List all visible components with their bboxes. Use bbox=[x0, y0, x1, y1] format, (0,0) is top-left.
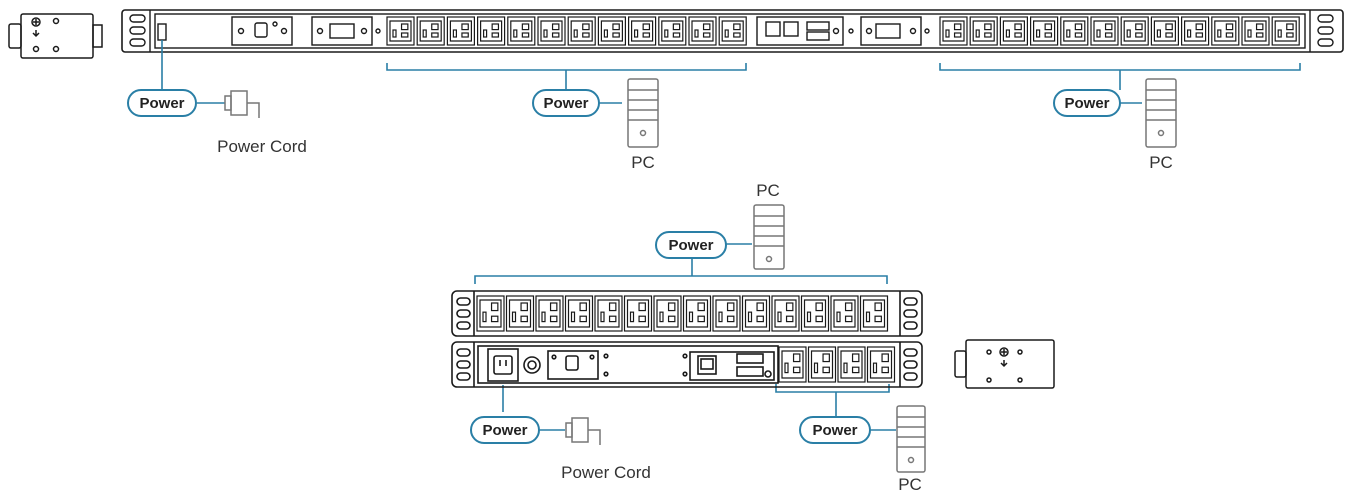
outlet-icon bbox=[535, 295, 564, 332]
outlet-icon bbox=[830, 295, 859, 332]
outlet-icon bbox=[1029, 16, 1059, 46]
outlet-icon bbox=[594, 295, 623, 332]
power-badge-label: Power bbox=[543, 95, 588, 112]
vertical-pdu bbox=[121, 9, 1344, 53]
outlet-icon bbox=[1120, 16, 1149, 46]
outlet-icon bbox=[778, 346, 807, 383]
outlet-icon bbox=[1090, 16, 1119, 46]
outlet-icon bbox=[807, 346, 837, 383]
power-badge: Power bbox=[655, 231, 727, 259]
outlet-icon bbox=[712, 295, 741, 332]
rack-pdu-endcap bbox=[954, 339, 1055, 389]
outlet-icon bbox=[718, 16, 747, 46]
rack-top-outlet-bank bbox=[476, 295, 889, 332]
power-badge-label: Power bbox=[1064, 95, 1109, 112]
pc-tower-icon bbox=[753, 204, 785, 270]
outlet-icon bbox=[741, 295, 771, 332]
power-badge: Power bbox=[470, 416, 540, 444]
outlet-icon bbox=[476, 295, 505, 332]
power-badge: Power bbox=[799, 416, 871, 444]
pc-label: PC bbox=[631, 153, 655, 172]
pc-tower-icon bbox=[627, 78, 659, 148]
power-cord-icon bbox=[224, 90, 260, 118]
power-cord-label: Power Cord bbox=[217, 137, 307, 156]
outlet-icon bbox=[1180, 16, 1210, 46]
outlet-icon bbox=[800, 295, 830, 332]
outlet-icon bbox=[653, 295, 682, 332]
outlet-icon bbox=[1150, 16, 1180, 46]
outlet-group-brackets bbox=[386, 63, 1301, 90]
power-cord-label: Power Cord bbox=[561, 463, 651, 482]
outlet-icon bbox=[837, 346, 866, 383]
outlet-icon bbox=[537, 16, 566, 46]
outlet-icon bbox=[416, 16, 445, 46]
outlet-icon bbox=[969, 16, 998, 46]
outlet-icon bbox=[507, 16, 536, 46]
power-badge-label: Power bbox=[812, 422, 857, 439]
outlet-icon bbox=[1271, 16, 1300, 46]
outlet-icon bbox=[688, 16, 717, 46]
outlet-icon bbox=[597, 16, 627, 46]
outlet-icon bbox=[866, 346, 896, 383]
outlet-icon bbox=[623, 295, 653, 332]
power-badge-label: Power bbox=[482, 422, 527, 439]
rack-pdu-control-unit bbox=[451, 341, 923, 388]
outlet-icon bbox=[505, 295, 535, 332]
power-badge: Power bbox=[1053, 89, 1121, 117]
power-badge-label: Power bbox=[139, 95, 184, 112]
right-outlet-bank bbox=[939, 16, 1300, 46]
rack-bottom-outlet-bank bbox=[778, 346, 896, 383]
power-badge: Power bbox=[532, 89, 600, 117]
pc-label: PC bbox=[898, 475, 922, 490]
outlet-icon bbox=[1060, 16, 1089, 46]
outlet-icon bbox=[658, 16, 687, 46]
power-inlet-link bbox=[161, 40, 1142, 104]
power-badge-label: Power bbox=[668, 237, 713, 254]
pdu-endcap-side-view bbox=[8, 13, 103, 59]
outlet-icon bbox=[567, 16, 596, 46]
power-cord-icon bbox=[565, 417, 601, 445]
outlet-icon bbox=[1241, 16, 1270, 46]
outlet-icon bbox=[1211, 16, 1240, 46]
pc-tower-icon bbox=[1145, 78, 1177, 148]
outlet-icon bbox=[682, 295, 712, 332]
pc-label: PC bbox=[756, 181, 780, 200]
outlet-icon bbox=[564, 295, 594, 332]
outlet-icon bbox=[859, 295, 889, 332]
pc-tower-icon bbox=[896, 405, 926, 473]
left-outlet-bank bbox=[386, 16, 747, 46]
rack-pdu-outlet-unit bbox=[451, 290, 923, 337]
pc-label: PC bbox=[1149, 153, 1173, 172]
outlet-icon bbox=[627, 16, 657, 46]
outlet-icon bbox=[386, 16, 415, 46]
outlet-icon bbox=[999, 16, 1029, 46]
outlet-group-brackets bbox=[474, 243, 896, 431]
outlet-icon bbox=[771, 295, 800, 332]
outlet-icon bbox=[939, 16, 968, 46]
outlet-icon bbox=[477, 16, 506, 46]
outlet-icon bbox=[446, 16, 475, 46]
power-badge: Power bbox=[127, 89, 197, 117]
